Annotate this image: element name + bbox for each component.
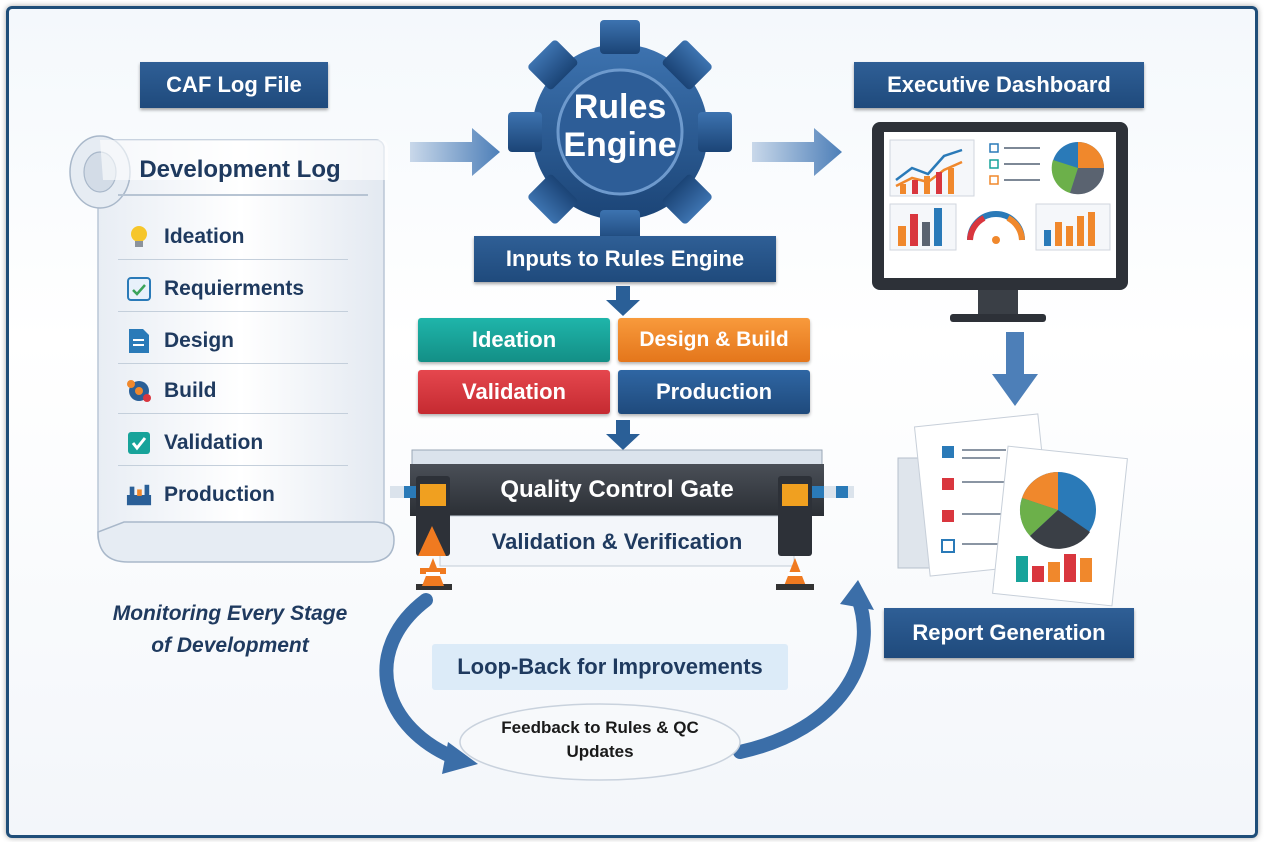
feedback-line1: Feedback to Rules & QC [501, 718, 699, 737]
scroll-item-requierments: Requierments [118, 266, 348, 312]
arrow-log-to-engine [410, 128, 500, 176]
quality-control-gate-title: Quality Control Gate [500, 476, 734, 503]
arrow-inputs-to-stages [606, 286, 640, 316]
gears-icon [126, 378, 152, 404]
title-divider [118, 194, 368, 196]
checklist-icon [126, 276, 152, 302]
scroll-item-label: Design [164, 328, 235, 352]
inputs-to-rules-engine-label: Inputs to Rules Engine [474, 236, 776, 282]
rules-engine-label: Rules Engine [540, 88, 700, 164]
quality-gate-graphic [390, 449, 854, 590]
lightbulb-icon [126, 224, 152, 250]
scroll-item-label: Ideation [164, 224, 245, 248]
scroll-item-label: Requierments [164, 276, 305, 300]
stage-ideation: Ideation [418, 318, 610, 362]
stage-production: Production [618, 370, 810, 414]
feedback-label: Feedback to Rules & QC Updates [470, 716, 730, 764]
caf-log-file-label: CAF Log File [140, 62, 328, 108]
validation-verification-subtitle: Validation & Verification [491, 529, 743, 554]
stage-validation: Validation [418, 370, 610, 414]
rules-engine-line1: Rules [573, 88, 667, 126]
scroll-item-design: Design [118, 318, 348, 364]
scroll-item-build: Build [118, 368, 348, 414]
checkmark-icon [126, 430, 152, 456]
gear-icon [508, 20, 732, 244]
stage-design-build: Design & Build [618, 318, 810, 362]
loop-arrow-right [733, 591, 871, 759]
scroll-graphic [69, 135, 395, 563]
scroll-item-production: Production [118, 472, 348, 518]
development-log-title: Development Log [139, 156, 341, 183]
monitoring-caption: Monitoring Every Stage of Development [90, 598, 370, 662]
document-icon [126, 328, 152, 354]
executive-dashboard-label: Executive Dashboard [854, 62, 1144, 108]
scroll-item-label: Build [164, 378, 217, 402]
feedback-ellipse [459, 703, 741, 781]
reports-icon [897, 413, 1128, 607]
loop-arrow-left [379, 593, 467, 767]
factory-icon [126, 482, 152, 508]
loop-back-label: Loop-Back for Improvements [432, 644, 788, 690]
feedback-line2: Updates [566, 742, 634, 761]
monitor-icon [872, 122, 1128, 322]
rules-engine-line2: Engine [563, 126, 677, 164]
scroll-item-label: Production [164, 483, 275, 506]
scroll-item-validation: Validation [118, 420, 348, 466]
scroll-item-label: Validation [164, 430, 264, 454]
monitoring-caption-line2: of Development [151, 634, 309, 657]
arrow-dashboard-to-reports [992, 332, 1038, 406]
report-generation-label: Report Generation [884, 608, 1134, 658]
arrow-engine-to-dashboard [752, 128, 842, 176]
scroll-item-ideation: Ideation [118, 214, 348, 260]
monitoring-caption-line1: Monitoring Every Stage [112, 602, 348, 625]
arrow-stages-to-gate [606, 420, 640, 450]
